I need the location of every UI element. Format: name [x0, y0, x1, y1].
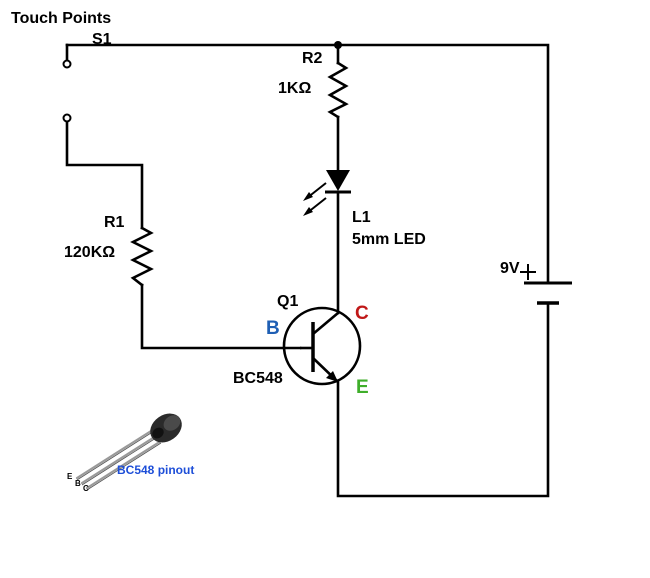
r2-name-label: R2 [302, 50, 323, 67]
pin-emitter-label: E [356, 377, 369, 398]
touch-point-top [62, 59, 72, 69]
wire-top-rail [65, 43, 550, 285]
r2-value-label: 1KΩ [278, 80, 311, 97]
junction-dot [334, 41, 342, 49]
transistor-body [282, 306, 362, 386]
transistor-name-label: Q1 [277, 293, 298, 310]
pinout-e-label: E [67, 472, 73, 481]
pinout-c-label: C [83, 484, 89, 493]
wires [65, 43, 550, 498]
led-triangle [326, 170, 350, 191]
wire-bottom-rail [336, 301, 550, 498]
wire-switch-lower [65, 120, 144, 230]
pin-collector-label: C [355, 303, 369, 324]
battery-9v [520, 264, 572, 305]
transistor-emitter-arrow [326, 371, 338, 382]
led-l1 [303, 170, 351, 216]
bc548-pinout-illustration: E B C BC548 pinout [67, 413, 194, 493]
pinout-b-label: B [75, 479, 81, 488]
transistor-collector-lead [312, 312, 339, 335]
led-desc-label: 5mm LED [352, 231, 426, 248]
transistor-q1 [282, 306, 362, 386]
battery-label: 9V [500, 260, 520, 277]
resistor-r2 [327, 61, 349, 119]
transistor-part-label: BC548 [233, 370, 283, 387]
touch-points-label: Touch Points [11, 10, 111, 27]
led-light-arrows [303, 182, 327, 216]
pin-base-label: B [266, 318, 280, 339]
r1-value-label: 120KΩ [64, 244, 115, 261]
pinout-caption: BC548 pinout [117, 463, 194, 477]
touch-switch [62, 59, 72, 123]
resistor-r1 [130, 226, 154, 287]
switch-label: S1 [92, 31, 112, 48]
wire-r1-base [140, 283, 302, 350]
touch-point-bottom [62, 113, 72, 123]
led-name-label: L1 [352, 209, 371, 226]
r1-name-label: R1 [104, 214, 125, 231]
